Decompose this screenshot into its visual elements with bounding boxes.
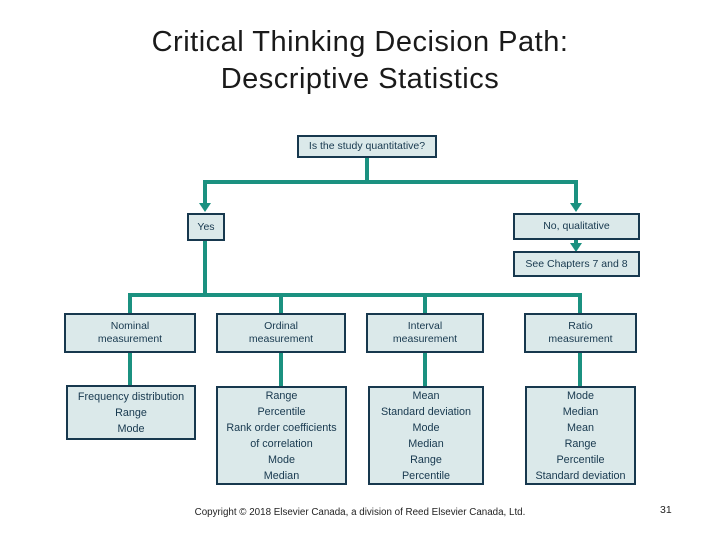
flowchart-interval-stats-box: Mean Standard deviation Mode Median Rang… — [368, 386, 484, 485]
connector-root-down — [365, 158, 369, 182]
flowchart-nominal-measurement-box: Nominal measurement — [64, 313, 196, 353]
connector-stub-ordinal — [279, 297, 283, 313]
arrowhead-yes-icon — [199, 203, 211, 212]
ordinal-label-line2: measurement — [248, 333, 314, 345]
stat-line: Range — [115, 406, 147, 419]
yes-label: Yes — [197, 220, 215, 233]
flowchart-ratio-measurement-box: Ratio measurement — [524, 313, 637, 353]
interval-label-line1: Interval — [407, 320, 443, 332]
connector-stub-ratio-stats — [578, 353, 582, 386]
connector-stub-nominal — [128, 297, 132, 313]
flowchart-nominal-stats-box: Frequency distribution Range Mode — [66, 385, 196, 440]
stat-line: Median — [263, 469, 300, 482]
stat-line: Standard deviation — [380, 405, 472, 418]
flowchart-no-box: No, qualitative — [513, 213, 640, 240]
ratio-label-line1: Ratio — [568, 320, 593, 332]
slide-title-line2: Descriptive Statistics — [220, 63, 500, 95]
ordinal-label-line1: Ordinal — [264, 320, 298, 332]
connector-stub-ratio — [578, 297, 582, 313]
connector-yes-drop — [203, 184, 207, 203]
flowchart-interval-measurement-box: Interval measurement — [366, 313, 484, 353]
connector-measurement-split — [128, 293, 582, 297]
slide-title-line1: Critical Thinking Decision Path: — [151, 26, 569, 58]
stat-line: Standard deviation — [535, 469, 626, 482]
stat-line: Percentile — [556, 453, 605, 466]
root-question-label: Is the study quantitative? — [308, 140, 426, 152]
page-number: 31 — [660, 504, 672, 516]
stat-line: Range — [410, 453, 442, 466]
stat-line: Mean — [566, 421, 594, 434]
stat-line: Frequency distribution — [77, 390, 185, 403]
flowchart-ordinal-stats-box: Range Percentile Rank order coefficients… — [216, 386, 347, 485]
connector-stub-interval — [423, 297, 427, 313]
stat-line: Rank order coefficients — [226, 421, 337, 434]
connector-stub-ordinal-stats — [279, 353, 283, 386]
stat-line: Median — [562, 405, 599, 418]
flowchart-ratio-stats-box: Mode Median Mean Range Percentile Standa… — [525, 386, 636, 485]
flowchart-root-question-box: Is the study quantitative? — [297, 135, 437, 158]
stat-line: Percentile — [401, 469, 450, 482]
flowchart-ordinal-measurement-box: Ordinal measurement — [216, 313, 346, 353]
ratio-label-line2: measurement — [548, 333, 613, 345]
stat-line: Mode — [117, 422, 145, 435]
slide-title: Critical Thinking Decision Path: Descrip… — [0, 24, 720, 98]
no-label: No, qualitative — [543, 220, 610, 232]
connector-stub-nominal-stats — [128, 353, 132, 385]
flowchart-see-chapters-box: See Chapters 7 and 8 — [513, 251, 640, 277]
connector-yes-down — [203, 241, 207, 293]
stat-line: of correlation — [250, 437, 313, 450]
arrowhead-chapters-icon — [570, 243, 582, 252]
nominal-label-line2: measurement — [97, 333, 163, 345]
flowchart-yes-box: Yes — [187, 213, 225, 241]
stat-line: Range — [265, 389, 298, 402]
stat-line: Mode — [566, 389, 594, 402]
interval-label-line2: measurement — [392, 333, 458, 345]
connector-top-split — [203, 180, 578, 184]
stat-line: Median — [408, 437, 444, 450]
connector-no-drop — [574, 184, 578, 203]
stat-line: Mode — [412, 421, 440, 434]
stat-line: Mean — [412, 389, 440, 402]
stat-line: Percentile — [257, 405, 306, 418]
see-chapters-label: See Chapters 7 and 8 — [525, 257, 628, 270]
connector-no-to-chapters — [574, 240, 578, 245]
nominal-label-line1: Nominal — [110, 320, 150, 332]
copyright-text: Copyright © 2018 Elsevier Canada, a divi… — [194, 507, 526, 518]
connector-stub-interval-stats — [423, 353, 427, 386]
stat-line: Mode — [267, 453, 295, 466]
stat-line: Range — [564, 437, 597, 450]
arrowhead-no-icon — [570, 203, 582, 212]
